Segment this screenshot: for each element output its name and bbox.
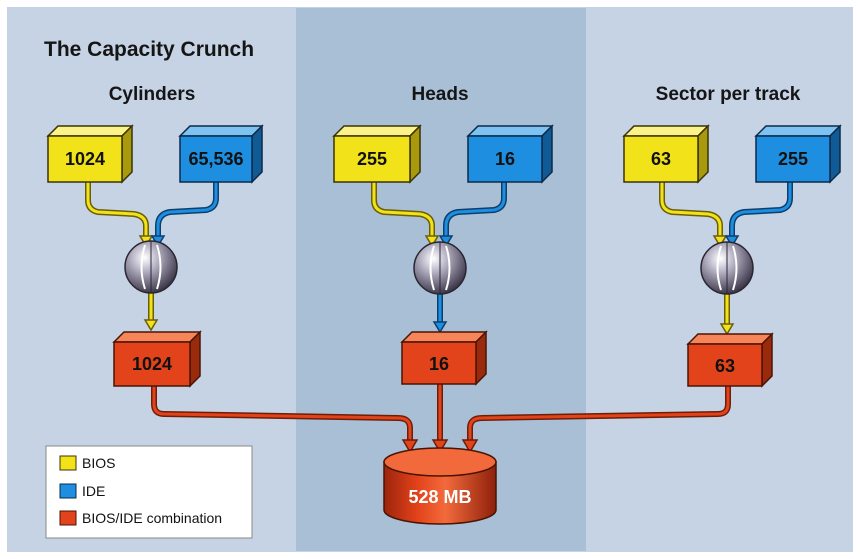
bios-box-sectors: 63 [622,124,710,184]
result-box-sectors: 63 [686,332,774,388]
column-heading-cylinders: Cylinders [109,84,196,105]
result-box-cylinders: 1024 [112,330,202,388]
bios-connector-sectors-fill [660,178,722,240]
legend-label-combination: BIOS/IDE combination [82,510,222,526]
total-capacity: 528 MB [408,487,471,507]
legend-item-ide: IDE [59,483,105,499]
ide-value-cylinders: 65,536 [188,149,243,169]
ide-value-sectors: 255 [778,149,808,169]
ide-connector-sectors-fill [730,178,792,240]
arrowhead-icon [712,235,728,248]
ide-box-heads: 16 [466,124,554,184]
arrowhead-icon [719,323,735,336]
arrowhead-icon [401,439,419,454]
legend-item-combination: BIOS/IDE combination [59,510,222,526]
result-value-sectors: 63 [715,356,735,376]
legend: BIOS IDE BIOS/IDE combination [45,445,253,539]
page-title: The Capacity Crunch [44,38,254,61]
disk-cylinder-icon: 528 MB [383,447,497,525]
bios-connector-heads-fill [372,178,434,240]
legend-item-bios: BIOS [59,455,115,471]
combination-connector-sectors-fill [468,384,730,444]
arrowhead-icon [424,235,440,248]
bios-box-heads: 255 [332,124,422,184]
legend-label-ide: IDE [82,483,105,499]
bios-value-heads: 255 [357,149,387,169]
bios-value-cylinders: 1024 [65,149,105,169]
selector-sphere-icon [124,240,178,294]
arrowhead-icon [438,235,454,248]
selector-sphere-icon [413,241,467,295]
legend-label-bios: BIOS [82,455,115,471]
arrowhead-icon [432,321,448,334]
arrowhead-icon [431,439,449,454]
arrowhead-icon [143,319,159,332]
ide-box-cylinders: 65,536 [178,124,264,184]
ide-box-sectors: 255 [754,124,842,184]
arrowhead-icon [724,235,740,248]
ide-value-heads: 16 [495,149,515,169]
selector-sphere-icon [700,241,754,295]
ide-connector-cylinders-fill [156,178,218,240]
result-value-heads: 16 [429,354,449,374]
bios-value-sectors: 63 [651,149,671,169]
arrowhead-icon [461,439,479,454]
combination-connector-cylinders-fill [152,384,412,444]
ide-connector-heads-fill [444,178,506,240]
result-box-heads: 16 [400,330,488,386]
result-value-cylinders: 1024 [132,354,172,374]
column-heading-heads: Heads [411,84,468,105]
bios-connector-cylinders-fill [86,178,148,240]
column-heading-sectors: Sector per track [656,84,801,105]
bios-box-cylinders: 1024 [46,124,134,184]
